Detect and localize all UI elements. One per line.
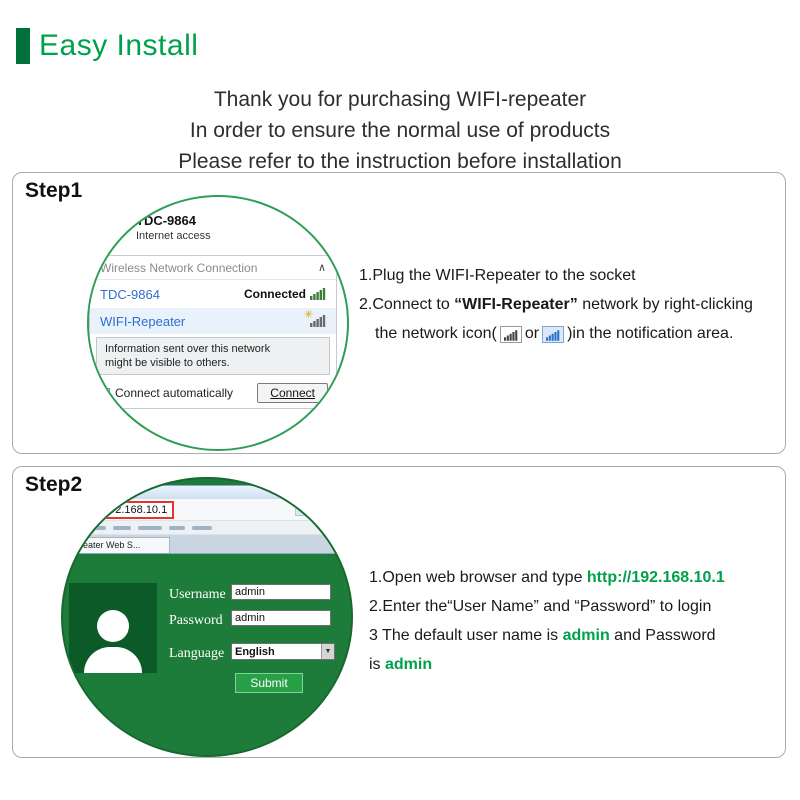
language-select[interactable]: English ▼	[231, 643, 335, 660]
avatar-head	[97, 610, 129, 642]
network-row-tdc9864[interactable]: TDC-9864 Connected	[90, 280, 336, 308]
browser-tab-row: eater Web S...	[78, 535, 338, 553]
address-highlight-box[interactable]: 192.168.10.1	[83, 500, 175, 519]
popup-header-label: Wireless Network Connection	[100, 260, 258, 275]
titlebar-decoration	[83, 490, 109, 495]
network-row-wifi-repeater[interactable]: WIFI-Repeater ✳	[90, 308, 336, 334]
browser-address-bar[interactable]: 192.168.10.1	[78, 499, 338, 521]
chevron-down-icon[interactable]: ▼	[321, 644, 334, 659]
network-tray-icon-alt	[542, 326, 565, 343]
connected-ssid: TDC-9864	[136, 213, 196, 228]
tooltip-line-2: might be visible to others.	[105, 357, 230, 369]
toolbar-item	[192, 525, 212, 530]
step2-panel: Step2 192.168.10.1	[12, 466, 786, 758]
tooltip-line-1: Information sent over this network	[105, 343, 271, 355]
network-status: Connected	[243, 287, 306, 301]
step2-instruction-1: 1.Open web browser and type http://192.1…	[369, 569, 725, 586]
toolbar-item	[138, 525, 162, 530]
step2-instructions: 1.Open web browser and type http://192.1…	[369, 563, 799, 679]
browser-button[interactable]	[295, 503, 311, 516]
connection-type: Internet access	[136, 230, 211, 242]
username-field[interactable]	[231, 584, 331, 600]
browser-tab[interactable]: eater Web S...	[78, 537, 170, 553]
network-name: WIFI-Repeater	[100, 313, 186, 329]
step2-instruction-4: is admin	[369, 656, 433, 673]
avatar-torso	[84, 647, 142, 673]
step1-instructions: 1.Plug the WIFI-Repeater to the socket 2…	[359, 261, 789, 348]
toolbar-item	[169, 525, 185, 530]
chevron-up-icon[interactable]: ∧	[317, 262, 326, 274]
username-label: Username	[169, 587, 226, 602]
green-accent-bar	[16, 28, 30, 64]
toolbar-item	[113, 525, 131, 530]
router-url-link[interactable]: http://192.168.10.1	[586, 569, 725, 586]
checkbox-icon[interactable]	[100, 388, 110, 398]
signal-star-icon: ✳	[304, 310, 326, 327]
password-label: Password	[169, 613, 223, 628]
network-name: TDC-9864	[100, 286, 160, 302]
intro-text: Thank you for purchasing WIFI-repeater I…	[0, 84, 800, 177]
step1-instruction-1: 1.Plug the WIFI-Repeater to the socket	[359, 267, 636, 284]
page-title: Easy Install	[39, 29, 199, 62]
step1-instruction-2: 2.Connect to “WIFI-Repeater” network by …	[359, 296, 753, 313]
step1-label: Step1	[25, 179, 83, 202]
intro-line-3: Please refer to the instruction before i…	[178, 150, 622, 173]
favicon-icon	[90, 505, 99, 514]
popup-header: Wireless Network Connection ∧	[90, 256, 336, 280]
step2-instruction-2: 2.Enter the“User Name” and “Password” to…	[369, 598, 712, 615]
intro-line-1: Thank you for purchasing WIFI-repeater	[213, 88, 587, 111]
admin-token: admin	[562, 627, 610, 644]
connect-row: Connect automatically Connect	[90, 378, 336, 408]
wireless-network-popup: Wireless Network Connection ∧ TDC-9864 C…	[89, 255, 337, 409]
network-tray-icon	[499, 326, 522, 343]
step1-screenshot-circle: TDC-9864 Internet access Wireless Networ…	[87, 195, 349, 451]
address-url: 192.168.10.1	[103, 503, 168, 516]
user-avatar	[69, 583, 157, 673]
wifi-signal-icon	[115, 213, 130, 225]
connect-button[interactable]: Connect	[257, 383, 328, 403]
browser-window: 192.168.10.1 eater Web S...	[77, 485, 339, 554]
step1-instruction-3: the network icon(or)in the notification …	[375, 325, 734, 343]
security-tooltip: Information sent over this network might…	[96, 337, 330, 375]
step1-panel: Step1 TDC-9864 Internet access Wireless …	[12, 172, 786, 454]
wifi-summary: TDC-9864 Internet access	[115, 213, 211, 242]
admin-token: admin	[385, 656, 433, 673]
header: Easy Install	[16, 28, 198, 64]
browser-toolbar	[78, 521, 338, 535]
toolbar-item	[84, 525, 106, 530]
step2-label: Step2	[25, 473, 83, 496]
intro-line-2: In order to ensure the normal use of pro…	[189, 119, 611, 142]
wifi-repeater-token: “WIFI-Repeater”	[454, 296, 578, 313]
submit-button[interactable]: Submit	[235, 673, 303, 693]
browser-titlebar	[78, 486, 338, 499]
step2-screenshot-circle: 192.168.10.1 eater Web S...	[61, 477, 353, 757]
language-label: Language	[169, 646, 225, 661]
password-field[interactable]	[231, 610, 331, 626]
language-value: English	[235, 645, 275, 658]
connect-automatically-option[interactable]: Connect automatically	[100, 386, 233, 400]
titlebar-decoration	[113, 490, 127, 495]
browser-button[interactable]	[317, 503, 333, 516]
step2-instruction-3: 3 The default user name is admin and Pas…	[369, 627, 716, 644]
signal-bars-icon	[310, 288, 326, 300]
